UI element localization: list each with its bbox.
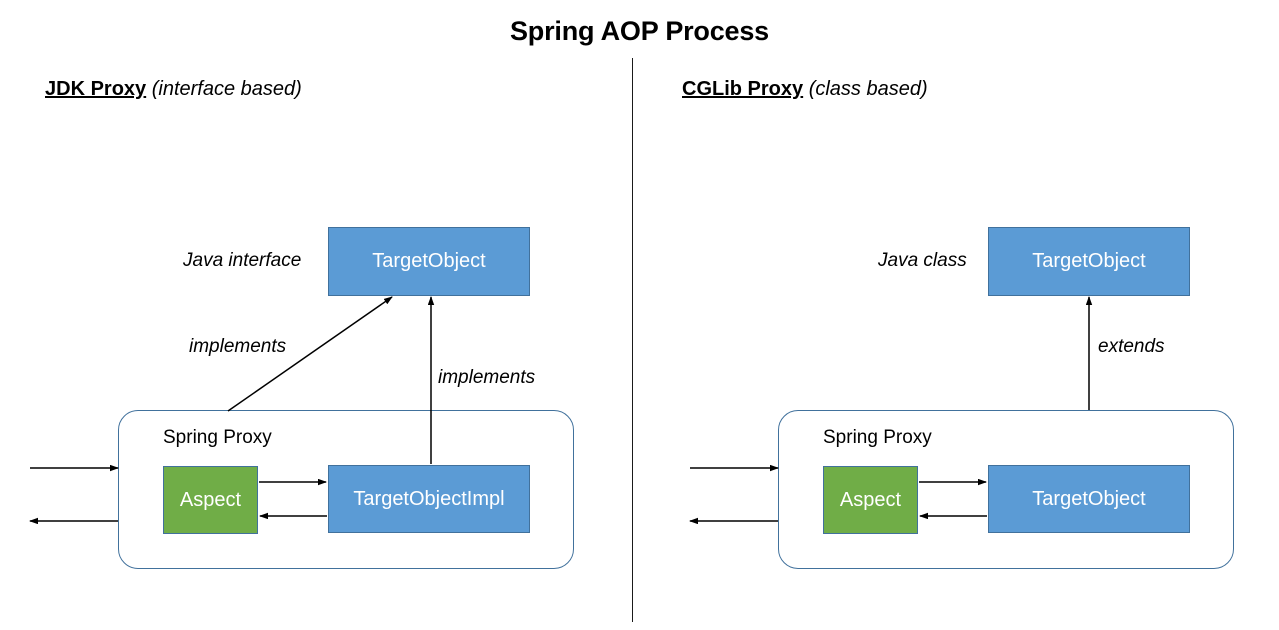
label-java-interface: Java interface	[183, 250, 302, 271]
page-title: Spring AOP Process	[510, 16, 769, 46]
section-header-cglib: CGLib Proxy (class based)	[682, 78, 928, 101]
spring-proxy-label-cglib: Spring Proxy	[823, 427, 932, 448]
section-title-cglib: CGLib Proxy	[682, 78, 804, 100]
label-implements-diagonal: implements	[189, 336, 287, 357]
section-note-jdk: (interface based)	[146, 78, 302, 100]
section-header-jdk: JDK Proxy (interface based)	[45, 78, 302, 101]
box-aspect-jdk[interactable]: Aspect	[163, 466, 258, 534]
label-java-class: Java class	[878, 250, 967, 271]
spring-proxy-container-cglib[interactable]	[778, 410, 1234, 569]
label-implements-vertical: implements	[438, 367, 536, 388]
section-title-jdk: JDK Proxy	[45, 78, 147, 100]
box-aspect-cglib[interactable]: Aspect	[823, 466, 918, 534]
section-note-cglib: (class based)	[803, 78, 928, 100]
box-target-object-impl[interactable]: TargetObjectImpl	[328, 465, 530, 533]
label-extends: extends	[1098, 336, 1165, 357]
box-target-object-class[interactable]: TargetObject	[988, 227, 1190, 296]
spring-proxy-label-jdk: Spring Proxy	[163, 427, 272, 448]
section-divider	[632, 58, 633, 622]
box-target-object-subclass[interactable]: TargetObject	[988, 465, 1190, 533]
box-target-object-interface[interactable]: TargetObject	[328, 227, 530, 296]
